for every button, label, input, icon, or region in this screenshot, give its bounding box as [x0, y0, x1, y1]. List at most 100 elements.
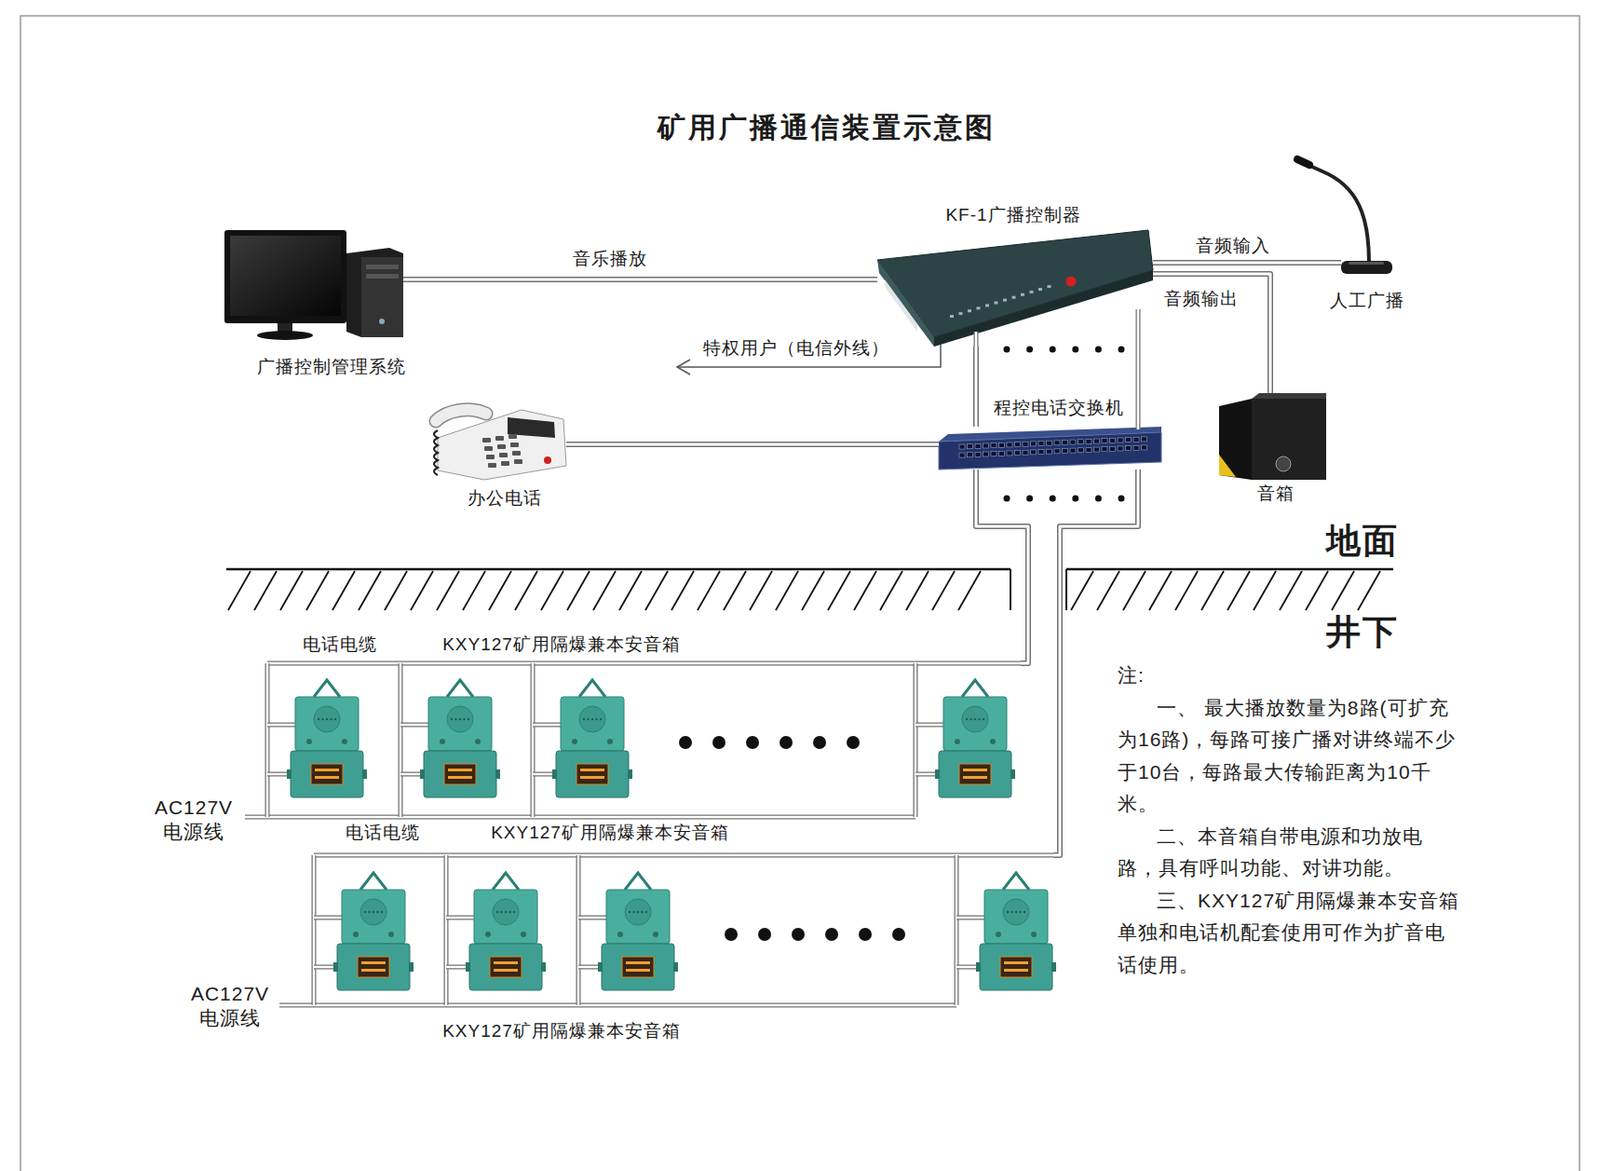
cable-connector [1152, 273, 1271, 394]
ellipsis-dot [724, 927, 738, 941]
note-text: 二、本音箱自带电源和功放电路，具有呼叫功能、对讲功能。 [1117, 820, 1461, 885]
controller-button [985, 303, 990, 307]
box-grille [313, 705, 340, 733]
speaker-right [1251, 398, 1327, 480]
phone-key [510, 442, 519, 448]
cable-connector-core [566, 443, 939, 447]
cable-connector [973, 346, 979, 427]
box-knob [995, 931, 1002, 937]
switch-port [1133, 445, 1139, 450]
box-upper [943, 696, 1007, 751]
grille-hole [969, 718, 972, 720]
ellipsis-dot [1049, 495, 1057, 502]
cable-connector-core [403, 278, 878, 282]
cable-connector-core [1152, 261, 1342, 265]
box-lug [408, 962, 414, 972]
mine-speaker-box [976, 872, 1057, 990]
box-lug [597, 962, 603, 972]
box-grille [1003, 898, 1030, 925]
switch-port [990, 443, 997, 448]
grille-hole [1018, 910, 1021, 913]
box-lower [469, 943, 543, 990]
wire [974, 331, 979, 348]
ellipsis-dot [1026, 346, 1033, 353]
handset [435, 409, 487, 421]
speaker-left [1219, 398, 1252, 480]
drop-wire-core [531, 663, 535, 817]
connector-group [976, 346, 977, 427]
grille-hole [1010, 910, 1013, 913]
external-arrowhead [677, 359, 691, 375]
box-grille [360, 898, 387, 925]
grille-hole [317, 718, 320, 720]
controller-knob [1066, 276, 1077, 287]
device-node: KXY127矿用隔爆兼本安音箱 [267, 663, 1021, 817]
grille-hole [965, 718, 968, 720]
controller-illustration [877, 230, 1153, 347]
switch-port [1141, 445, 1148, 450]
cable-connector [976, 469, 1029, 664]
box-wire-core [313, 916, 343, 920]
switch-port [975, 451, 981, 457]
switch-port [1015, 442, 1021, 448]
annotation-label: 电话电缆 [343, 822, 422, 844]
box-display [489, 956, 522, 977]
box-wire [400, 722, 430, 728]
phone-red-key [543, 456, 552, 464]
note-text: 注: [1117, 659, 1461, 692]
phone-illustration [433, 409, 567, 480]
box-lower [423, 750, 497, 798]
display-bar [962, 775, 988, 779]
box-grille [492, 898, 519, 925]
switch-port [1030, 441, 1037, 447]
display-bar [1003, 968, 1029, 972]
computer-illustration [224, 230, 404, 340]
annotation-label: 井下 [1324, 611, 1401, 653]
box-lug [552, 769, 557, 779]
switch-port [1022, 449, 1029, 455]
controller-front [934, 270, 1153, 347]
drive-slot [366, 264, 399, 270]
phone-key [482, 437, 491, 443]
box-wire [532, 722, 562, 728]
switch-port [983, 443, 990, 448]
switch-port [1110, 446, 1116, 451]
box-lug [1010, 769, 1016, 779]
device-node: 程控电话交换机 [938, 426, 1162, 470]
box-lug [627, 769, 633, 779]
box-lug [333, 962, 339, 972]
ellipsis-dot [813, 735, 827, 749]
connector-group [566, 444, 939, 446]
box-handle [579, 679, 606, 697]
box-wire-core [446, 916, 475, 920]
grille-hole [372, 910, 375, 913]
switch-port [1070, 439, 1076, 445]
ellipsis-dot [745, 735, 760, 749]
grille-hole [591, 718, 594, 720]
ellipsis-dot [1095, 495, 1102, 502]
switch-port [1038, 449, 1045, 455]
box-lug [465, 962, 471, 972]
edge-label: 音乐播放 [570, 248, 650, 271]
box-lower [290, 750, 364, 798]
ellipsis-dot [712, 735, 726, 749]
speaker-knob [1275, 456, 1291, 472]
controller-button [949, 314, 954, 318]
grille-hole [508, 910, 511, 913]
drop-wire-core [266, 663, 270, 817]
phone-key [486, 454, 495, 460]
box-upper [606, 889, 670, 944]
drop-wire [913, 663, 919, 817]
grille-hole [513, 910, 516, 913]
device-label: 广播控制管理系统 [255, 356, 408, 379]
box-lug [1051, 962, 1057, 972]
box-handle [1003, 872, 1030, 890]
switch-port [1101, 438, 1108, 444]
cable-connector [566, 441, 939, 448]
grille-hole [459, 718, 462, 720]
display-bar [1003, 961, 1029, 964]
switch-port [1085, 447, 1092, 452]
drop-wire-core [445, 854, 448, 1005]
controller-button [976, 306, 981, 310]
